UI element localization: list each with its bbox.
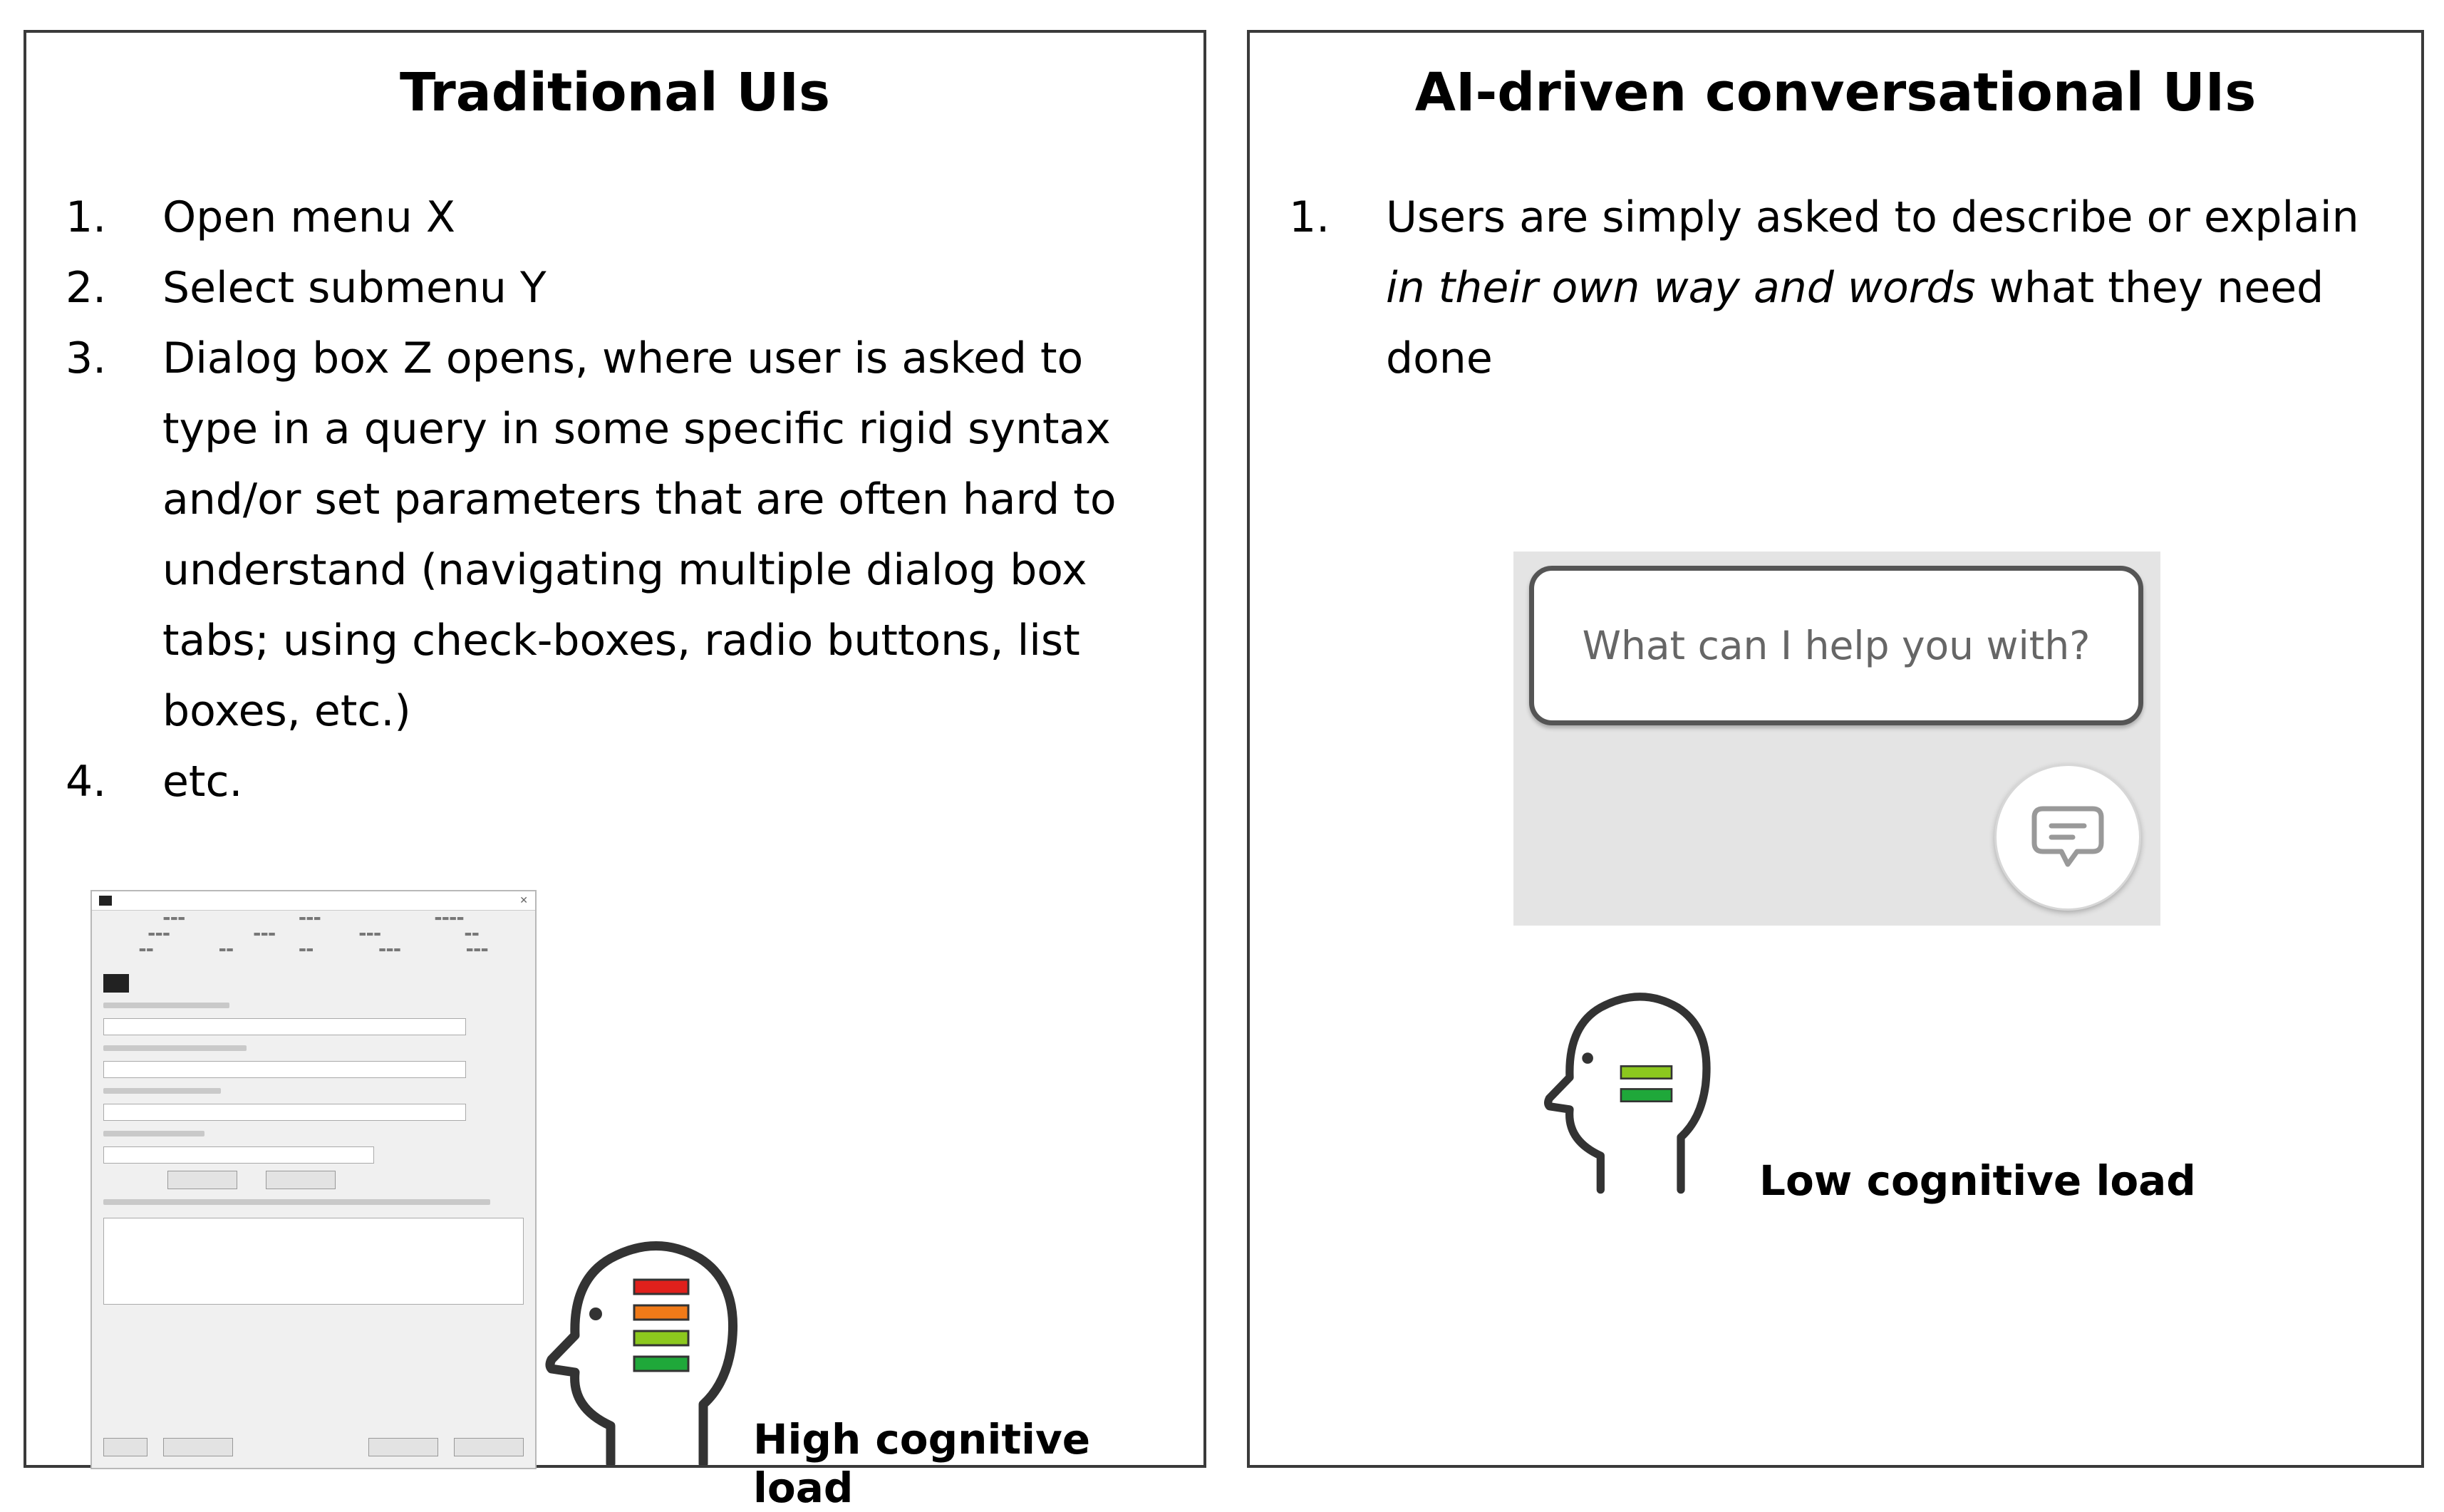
panel-title: AI-driven conversational UIs: [1414, 62, 2257, 123]
low-load-head-icon: [1544, 993, 1711, 1194]
load-bar: [633, 1330, 690, 1347]
dialog-button-row: [103, 1438, 524, 1456]
type-icon: [103, 974, 129, 993]
dialog-field: [103, 1104, 467, 1121]
step-text-line: in their own way and words what they nee…: [1386, 253, 2401, 323]
dialog-button: [167, 1171, 237, 1189]
load-bar: [1620, 1088, 1673, 1103]
dialog-label: [103, 1088, 222, 1094]
step-item: 4. etc.: [66, 747, 1177, 817]
dialog-field: [103, 1061, 467, 1078]
steps-list: 1. Users are simply asked to describe or…: [1289, 182, 2401, 394]
dialog-label: [103, 1003, 229, 1008]
traditional-ui-panel: Traditional UIs 1. Open menu X 2. Select…: [24, 30, 1206, 1512]
high-cognitive-load-label: High cognitive load: [753, 1415, 1091, 1512]
low-cognitive-load-label: Low cognitive load: [1759, 1156, 2196, 1205]
step-number: 2.: [66, 263, 107, 313]
dialog-button: [266, 1171, 336, 1189]
step-text-line: understand (navigating multiple dialog b…: [162, 545, 1087, 595]
step-text-line: Dialog box Z opens, where user is asked …: [162, 333, 1084, 383]
dialog-body: [103, 974, 524, 1411]
step-item: 1. Open menu X: [66, 182, 1177, 253]
step-text: Open menu X: [162, 192, 455, 242]
panel-title: Traditional UIs: [399, 62, 831, 123]
step-number: 4.: [66, 757, 107, 807]
chat-placeholder: What can I help you with?: [1582, 623, 2091, 668]
step-text: Select submenu Y: [162, 263, 547, 313]
dialog-label: [103, 1045, 247, 1051]
dialog-tabs: ▬▬▬▬▬▬▬▬▬▬▬: [147, 929, 480, 938]
dialog-button: [163, 1438, 233, 1456]
step-item: 3. Dialog box Z opens, where user is ask…: [66, 323, 1177, 747]
high-load-head-icon: [545, 1241, 738, 1465]
step-number: 3.: [66, 333, 107, 383]
step-text-line: Users are simply asked to describe or ex…: [1386, 192, 2359, 242]
dialog-field: [103, 1018, 467, 1035]
load-bar: [633, 1304, 690, 1321]
close-icon: ✕: [519, 895, 528, 906]
step-text-line: tabs; using check-boxes, radio buttons, …: [162, 616, 1080, 666]
step-number: 1.: [1289, 192, 1330, 242]
dialog-button: [454, 1438, 524, 1456]
dialog-button: [368, 1438, 438, 1456]
dialog-titlebar: ✕: [92, 891, 535, 911]
steps-list: 1. Open menu X 2. Select submenu Y 3. Di…: [66, 182, 1177, 817]
step-item: 1. Users are simply asked to describe or…: [1289, 182, 2401, 394]
chat-button[interactable]: [1994, 764, 2141, 911]
step-text-line: and/or set parameters that are often har…: [162, 475, 1117, 524]
dialog-field: [103, 1146, 374, 1164]
dialog-label: [103, 1199, 490, 1205]
dialog-tabs: ▬▬▬▬▬▬▬▬▬▬: [162, 913, 465, 923]
load-bar: [633, 1355, 690, 1372]
conversational-ui-panel: AI-driven conversational UIs 1. Users ar…: [1247, 30, 2424, 1468]
dialog-tabs: ▬▬▬▬▬▬▬▬▬▬▬▬: [138, 945, 489, 954]
step-number: 1.: [66, 192, 107, 242]
step-item: 2. Select submenu Y: [66, 253, 1177, 323]
comment-box: [103, 1218, 524, 1305]
step-text-line: boxes, etc.): [162, 686, 411, 736]
emphasis-text: in their own way and words: [1386, 263, 1976, 313]
chat-bubble-icon: [2031, 806, 2104, 867]
dialog-label: [103, 1131, 204, 1136]
step-text-line: done: [1386, 333, 1493, 383]
load-bar: [1620, 1065, 1673, 1079]
chat-widget-screenshot: What can I help you with?: [1513, 552, 2160, 926]
app-icon: [99, 896, 112, 906]
step-text: etc.: [162, 757, 243, 807]
load-bar: [633, 1278, 690, 1295]
step-text: what they need: [1975, 263, 2324, 313]
step-text-line: type in a query in some specific rigid s…: [162, 404, 1111, 454]
dialog-button: [103, 1438, 147, 1456]
dialog-box-screenshot: ✕ ▬▬▬▬▬▬▬▬▬▬ ▬▬▬▬▬▬▬▬▬▬▬ ▬▬▬▬▬▬▬▬▬▬▬▬: [90, 890, 537, 1469]
chat-input[interactable]: What can I help you with?: [1529, 566, 2143, 725]
